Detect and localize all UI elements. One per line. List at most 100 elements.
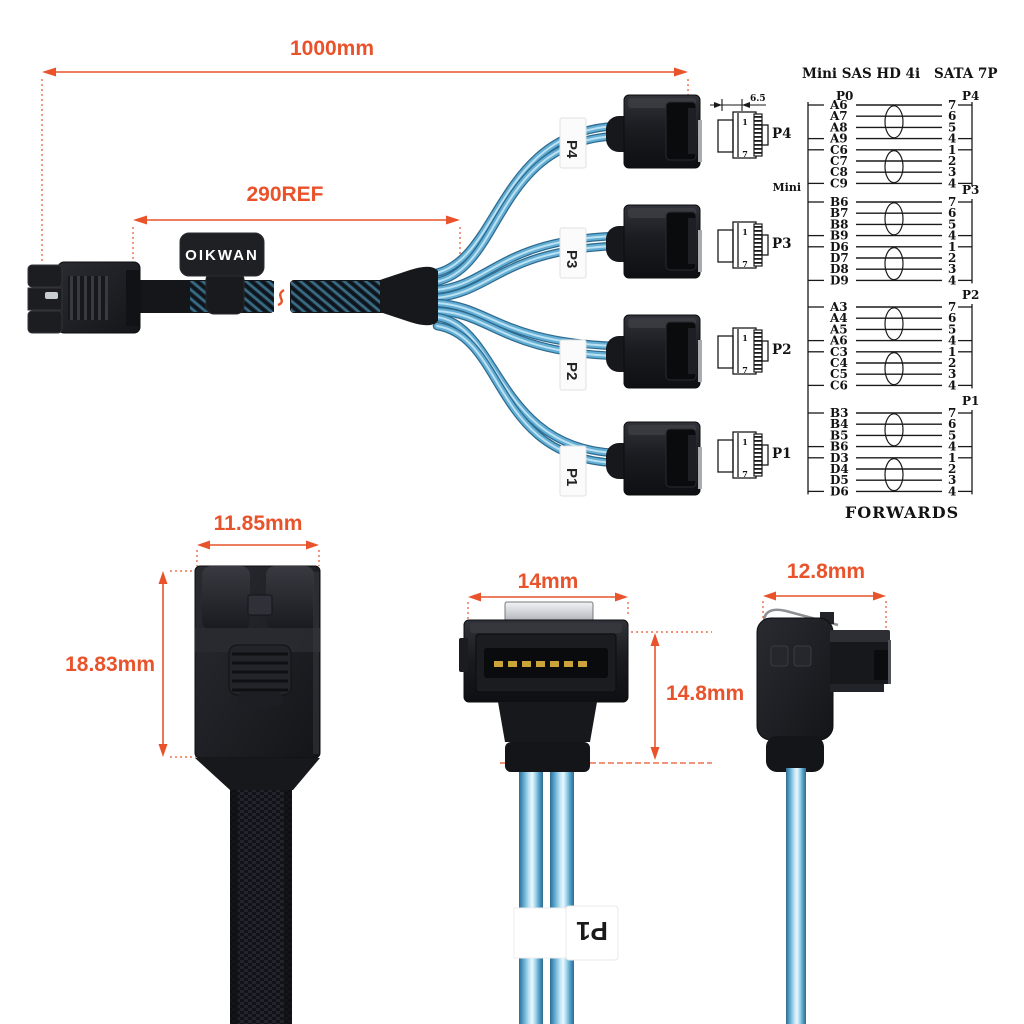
branch-flag-label: P1 [563,468,580,486]
twisted-pair-symbol [884,458,904,492]
figure-right-angle-dimensions: 12.8mm [762,560,887,630]
blue-cable [550,772,574,1024]
pinout-signal-name: D9 [830,273,849,287]
pinout-pin-number: 4 [948,273,956,287]
cable-break-symbol [277,288,285,307]
pinout-group-label: P3 [962,183,979,197]
sata-connector-p2 [605,314,703,389]
pinout-pin-number: 3 [948,165,956,179]
schematic-depth-label: 6.5 [750,94,766,104]
sas-height-label: 18.83mm [65,653,155,676]
pinout-pin-number: 6 [948,206,956,220]
sata-connector-p4 [605,94,703,169]
pinout-signal-name: C3 [830,345,848,359]
pinout-pin-number: 1 [948,143,956,157]
pinout-pin-number: 4 [948,484,956,498]
pinout-pin-number: 5 [948,322,956,336]
dim-ref-label: 290REF [246,183,323,206]
pinout-pin-number: 7 [948,406,956,420]
mini-sas-connector-top-view [194,565,321,1024]
pinout-signal-name: A6 [829,98,848,112]
pinout-signal-name: B4 [830,417,849,431]
branch-flag-p1: P1 [559,445,587,497]
pinout-pin-number: 2 [948,251,956,265]
pinout-signal-name: C6 [830,378,848,392]
pinout-group-label: P1 [962,394,979,408]
schematic-label-p2: P2 [772,342,792,358]
gold-pins [494,661,587,667]
pinout-pin-number: 4 [948,132,956,146]
blue-cable [519,772,543,1024]
pinout-pin-number: 7 [948,195,956,209]
pinout-pin-number: 3 [948,262,956,276]
twisted-pair-symbol [884,150,904,184]
schematic-depth-dimension: 6.5 [710,94,766,111]
sata-width-label: 14mm [518,570,579,593]
figure-sata-dimensions: 14mm 14.8mm [467,570,744,764]
bottom-flag-label: P1 [576,916,608,946]
connector-highlight [45,292,58,299]
pinout-pin-number: 5 [948,120,956,134]
pinout-pin-number: 2 [948,462,956,476]
twisted-pair-symbol [884,352,904,386]
pinout-group-label: P2 [962,288,979,302]
pinout-signal-name: A7 [829,109,848,123]
sata-connector-front-view: P1 [459,601,629,1024]
schematic-p4 [717,111,769,160]
pinout-pin-number: 4 [948,440,956,454]
schematic-label-p1: P1 [772,446,792,462]
pinout-pin-number: 3 [948,367,956,381]
branch-flag-p2: P2 [559,339,587,391]
brand-tag-strap [205,271,245,315]
bottom-cable-flag: P1 [513,905,619,961]
pinout-pin-number: 4 [948,176,956,190]
sata-connector-p3 [605,204,703,279]
brand-tag-body [179,232,265,277]
schematic-p1 [717,431,769,480]
cable-brand-tag: OIKWAN [179,232,265,315]
pinout-signal-name: D6 [830,484,849,498]
pinout-pin-number: 6 [948,417,956,431]
pinout-signal-name: D6 [830,240,849,254]
branch-cables [431,121,621,468]
pinout-pin-number: 7 [948,98,956,112]
pinout-pin-number: 1 [948,451,956,465]
pinout-pin-number: 7 [948,300,956,314]
pinout-signal-name: C4 [830,356,848,370]
branch-flag-p3: P3 [559,227,587,279]
sata-height-label: 14.8mm [666,682,744,705]
twisted-pair-symbol [884,202,904,236]
schematic-p3 [717,221,769,270]
pinout-signal-name: D3 [830,451,849,465]
mini-sas-connector-side-view [27,261,141,334]
pinout-side-label: Mini [772,181,801,194]
pinout-pin-number: 1 [948,345,956,359]
schematic-p2 [717,327,769,376]
twisted-pair-symbol [884,247,904,281]
pinout-signal-name: D5 [830,473,849,487]
pinout-left-port: P0 [836,89,853,103]
pinout-signal-name: A3 [829,300,848,314]
dimension-ref-length: 290REF [132,183,461,278]
pinout-pin-number: 6 [948,311,956,325]
braided-cable [230,790,292,1024]
twisted-pair-symbol [884,413,904,447]
angle-width-label: 12.8mm [787,560,865,583]
pinout-signal-name: A9 [829,132,848,146]
pinout-signal-name: A6 [829,334,848,348]
blue-cable [786,768,806,1024]
pinout-signal-name: A8 [829,120,848,134]
pinout-signal-name: C9 [830,176,848,190]
pinout-footer: FORWARDS [845,503,959,522]
pinout-pin-number: 4 [948,334,956,348]
sata-connector-p1 [605,421,703,496]
pinout-signal-name: C8 [830,165,848,179]
branch-flag-label: P4 [563,140,580,159]
brand-logo-text: OIKWAN [185,247,259,264]
branch-flag-label: P3 [563,250,580,268]
schematic-label-p3: P3 [772,236,792,252]
twisted-pair-symbol [884,307,904,341]
